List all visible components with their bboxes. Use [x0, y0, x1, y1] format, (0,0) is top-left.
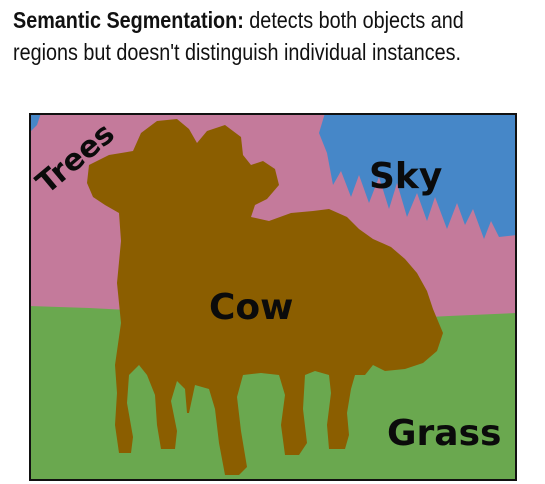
caption-lead: Semantic Segmentation: — [13, 7, 244, 33]
label-grass: Grass — [387, 413, 501, 454]
segmentation-figure: Trees Sky Cow Grass — [29, 113, 517, 481]
figure-border — [29, 113, 517, 481]
caption-line-1-rest: detects both objects and — [243, 7, 464, 33]
sky-region — [319, 113, 517, 239]
caption: Semantic Segmentation: detects both obje… — [13, 4, 465, 68]
caption-line-2: regions but doesn't distinguish individu… — [13, 39, 462, 65]
segmentation-map: Trees Sky Cow Grass — [29, 113, 517, 481]
label-cow: Cow — [209, 287, 293, 328]
label-sky: Sky — [369, 156, 442, 197]
sky-region-corner — [29, 113, 41, 133]
caption-line-1: Semantic Segmentation: detects both obje… — [13, 4, 465, 36]
cow-silhouette — [87, 119, 443, 475]
